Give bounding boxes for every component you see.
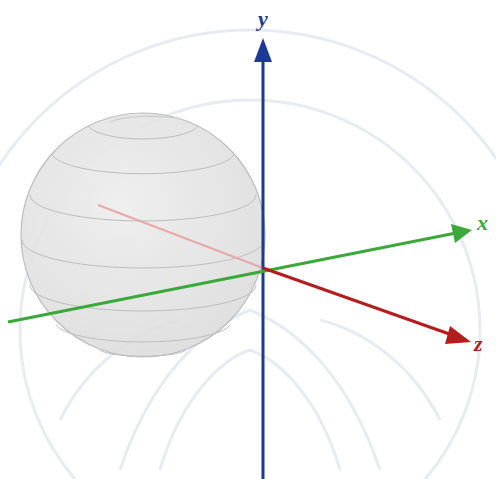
watermark-seal [0,30,496,479]
y-axis-label: y [258,8,268,30]
sphere [21,113,265,357]
x-axis [8,224,472,322]
y-axis [254,38,272,479]
z-axis-label: z [474,333,483,355]
x-axis-label: x [477,212,488,234]
z-axis [263,268,471,344]
